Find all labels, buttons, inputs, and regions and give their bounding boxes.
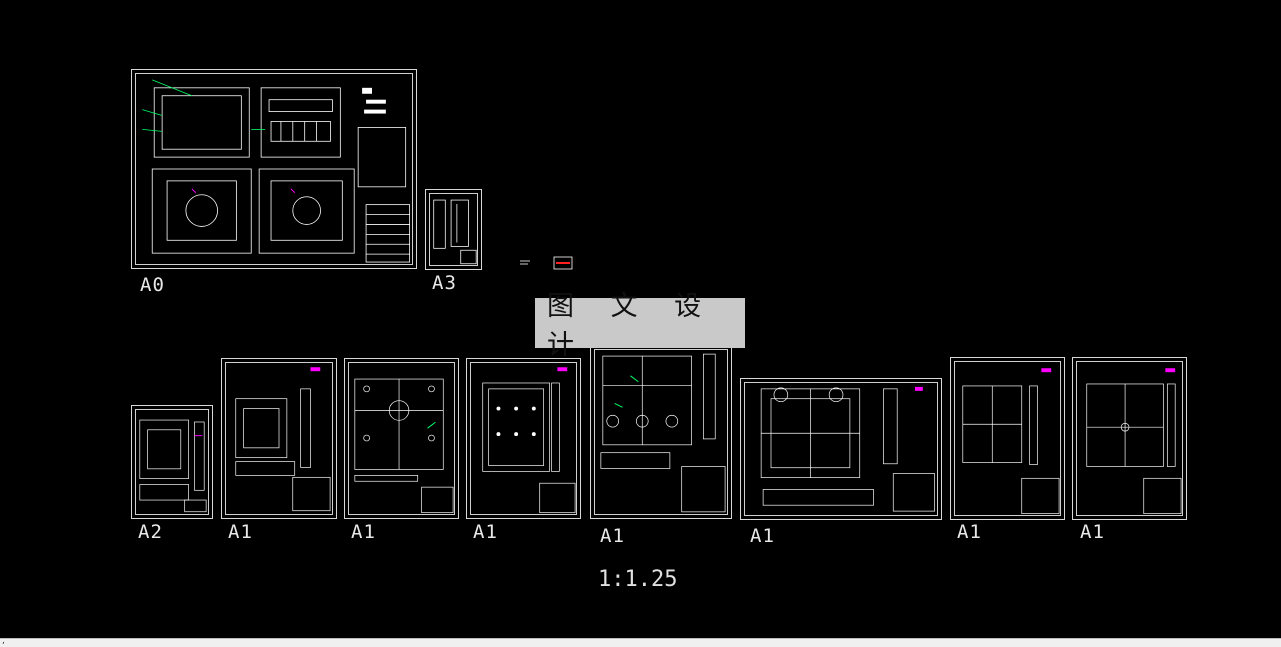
sheet-size-label: A1 — [957, 521, 982, 543]
sheet-frame — [594, 349, 728, 515]
sheet-size-label: A1 — [473, 521, 498, 543]
sheet-frame — [348, 362, 455, 515]
sheet-a3-drawing — [433, 199, 477, 265]
sheet-frame — [744, 382, 938, 516]
sheet-size-label: A1 — [600, 525, 625, 547]
sheet-size-label: A1 — [351, 521, 376, 543]
sheet-size-label: A1 — [750, 525, 775, 547]
sheet-frame — [135, 409, 209, 515]
cad-marker-icon — [520, 256, 573, 270]
drawing-sheet-a0[interactable] — [131, 69, 417, 269]
sheet-frame — [954, 361, 1061, 516]
sheet-a1-drawing — [962, 368, 1060, 515]
sheet-size-label: A0 — [140, 274, 165, 296]
sheet-size-label: A1 — [228, 521, 253, 543]
drawing-sheet-a1[interactable] — [466, 358, 581, 519]
drawing-sheet-a3[interactable] — [425, 189, 482, 270]
sheet-size-label: A2 — [138, 521, 163, 543]
watermark-banner: 图 文 设 计 — [535, 291, 745, 361]
sheet-frame — [429, 193, 478, 266]
drawing-sheet-a1[interactable] — [221, 358, 337, 519]
drawing-sheet-a1[interactable] — [344, 358, 459, 519]
sheet-a1-drawing — [760, 386, 936, 512]
sheet-a1-drawing — [354, 378, 454, 514]
sheet-a0-drawing — [142, 79, 411, 263]
scale-text: 1:1.25 — [598, 567, 678, 592]
sheet-a1-drawing — [235, 367, 331, 512]
drawing-sheet-a2[interactable] — [131, 405, 213, 519]
drawing-sheet-a1[interactable] — [950, 357, 1065, 520]
sheet-size-label: A1 — [1080, 521, 1105, 543]
drawing-sheet-a1[interactable] — [590, 345, 732, 519]
sheet-frame — [225, 362, 333, 515]
status-text: , — [2, 636, 5, 646]
drawing-sheet-a1[interactable] — [740, 378, 942, 520]
sheet-frame — [470, 362, 577, 515]
sheet-a1-drawing — [1086, 368, 1182, 515]
sheet-frame — [1076, 361, 1183, 516]
status-bar: , — [0, 636, 1281, 647]
drawing-sheet-a1[interactable] — [1072, 357, 1187, 520]
sheet-a1-drawing — [482, 367, 576, 514]
sheet-size-label: A3 — [432, 272, 457, 294]
sheet-frame — [135, 73, 413, 265]
sheet-a1-drawing — [600, 353, 726, 513]
sheet-a2-drawing — [139, 419, 207, 513]
